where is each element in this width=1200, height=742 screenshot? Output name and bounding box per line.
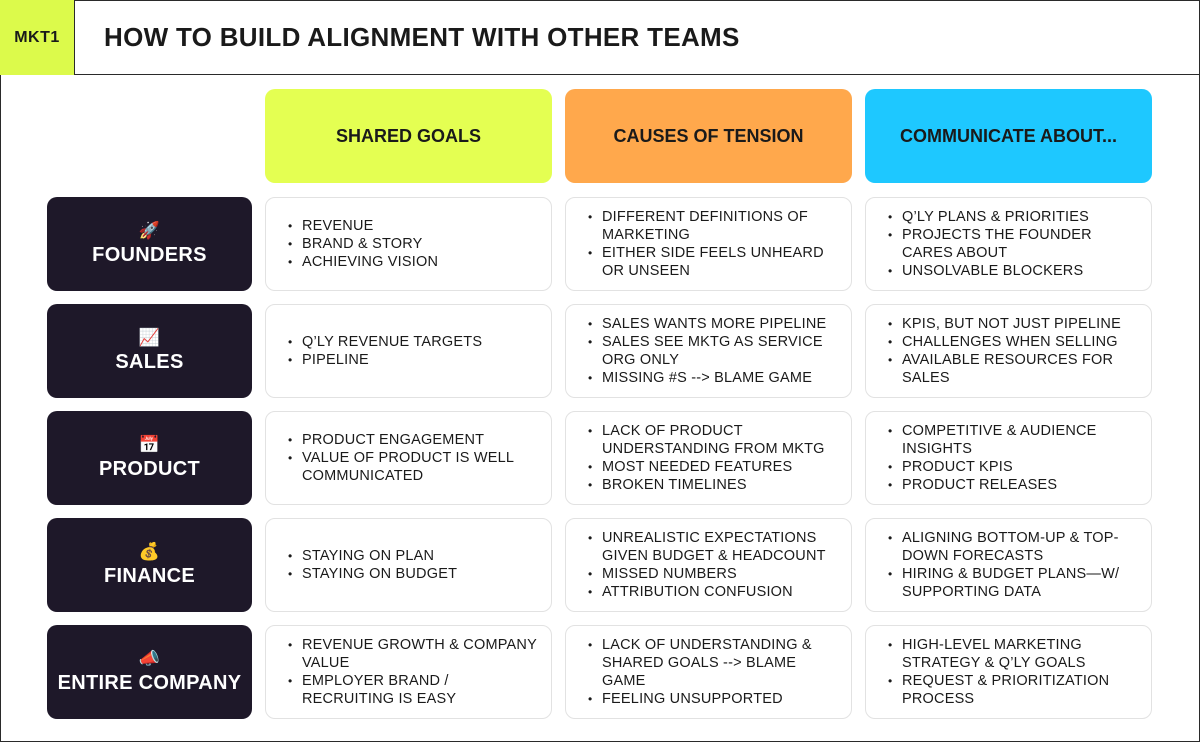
bullet-item: MISSING #S --> BLAME GAME <box>588 369 841 387</box>
bullet-item: STAYING ON PLAN <box>288 547 541 565</box>
bullet-item: ACHIEVING VISION <box>288 253 541 271</box>
cell-sales-communicate-about: KPIS, BUT NOT JUST PIPELINECHALLENGES WH… <box>865 304 1152 398</box>
chart-increasing-icon: 📈 <box>138 328 161 347</box>
bullet-item: ALIGNING BOTTOM-UP & TOP-DOWN FORECASTS <box>888 529 1141 565</box>
bullet-item: SALES WANTS MORE PIPELINE <box>588 315 841 333</box>
column-header-shared-goals: SHARED GOALS <box>265 89 552 183</box>
row-label-finance: 💰 FINANCE <box>47 518 252 612</box>
bullet-list: UNREALISTIC EXPECTATIONS GIVEN BUDGET & … <box>588 529 841 601</box>
money-bag-icon: 💰 <box>138 542 161 561</box>
bullet-item: PIPELINE <box>288 351 541 369</box>
bullet-item: CHALLENGES WHEN SELLING <box>888 333 1141 351</box>
bullet-list: DIFFERENT DEFINITIONS OF MARKETINGEITHER… <box>588 208 841 280</box>
cell-product-communicate-about: COMPETITIVE & AUDIENCE INSIGHTSPRODUCT K… <box>865 411 1152 505</box>
bullet-item: DIFFERENT DEFINITIONS OF MARKETING <box>588 208 841 244</box>
row-label-text: ENTIRE COMPANY <box>57 672 242 694</box>
cell-entire-company-communicate-about: HIGH-LEVEL MARKETING STRATEGY & Q’LY GOA… <box>865 625 1152 719</box>
bullet-item: BROKEN TIMELINES <box>588 476 841 494</box>
bullet-item: REQUEST & PRIORITIZATION PROCESS <box>888 672 1141 708</box>
bullet-list: KPIS, BUT NOT JUST PIPELINECHALLENGES WH… <box>888 315 1141 387</box>
bullet-item: AVAILABLE RESOURCES FOR SALES <box>888 351 1141 387</box>
bullet-list: COMPETITIVE & AUDIENCE INSIGHTSPRODUCT K… <box>888 422 1141 494</box>
rocket-icon: 🚀 <box>138 221 161 240</box>
bullet-item: EITHER SIDE FEELS UNHEARD OR UNSEEN <box>588 244 841 280</box>
cell-founders-shared-goals: REVENUEBRAND & STORYACHIEVING VISION <box>265 197 552 291</box>
bullet-item: COMPETITIVE & AUDIENCE INSIGHTS <box>888 422 1141 458</box>
bullet-item: HIGH-LEVEL MARKETING STRATEGY & Q’LY GOA… <box>888 636 1141 672</box>
cell-finance-causes-of-tension: UNREALISTIC EXPECTATIONS GIVEN BUDGET & … <box>565 518 852 612</box>
bullet-item: ATTRIBUTION CONFUSION <box>588 583 841 601</box>
row-label-text: SALES <box>115 351 184 373</box>
bullet-item: UNREALISTIC EXPECTATIONS GIVEN BUDGET & … <box>588 529 841 565</box>
column-header-communicate-about: COMMUNICATE ABOUT... <box>865 89 1152 183</box>
cell-sales-shared-goals: Q’LY REVENUE TARGETSPIPELINE <box>265 304 552 398</box>
bullet-list: STAYING ON PLANSTAYING ON BUDGET <box>288 547 541 583</box>
bullet-item: REVENUE GROWTH & COMPANY VALUE <box>288 636 541 672</box>
bullet-item: REVENUE <box>288 217 541 235</box>
bullet-list: ALIGNING BOTTOM-UP & TOP-DOWN FORECASTSH… <box>888 529 1141 601</box>
bullet-list: Q’LY REVENUE TARGETSPIPELINE <box>288 333 541 369</box>
bullet-list: REVENUEBRAND & STORYACHIEVING VISION <box>288 217 541 271</box>
bullet-item: UNSOLVABLE BLOCKERS <box>888 262 1141 280</box>
bullet-item: BRAND & STORY <box>288 235 541 253</box>
bullet-item: LACK OF UNDERSTANDING & SHARED GOALS -->… <box>588 636 841 690</box>
bullet-item: PRODUCT KPIS <box>888 458 1141 476</box>
row-label-text: FINANCE <box>104 565 195 587</box>
bullet-item: PRODUCT ENGAGEMENT <box>288 431 541 449</box>
row-label-founders: 🚀 FOUNDERS <box>47 197 252 291</box>
page-title: HOW TO BUILD ALIGNMENT WITH OTHER TEAMS <box>104 22 740 52</box>
bullet-item: LACK OF PRODUCT UNDERSTANDING FROM MKTG <box>588 422 841 458</box>
cell-entire-company-causes-of-tension: LACK OF UNDERSTANDING & SHARED GOALS -->… <box>565 625 852 719</box>
cell-product-shared-goals: PRODUCT ENGAGEMENTVALUE OF PRODUCT IS WE… <box>265 411 552 505</box>
bullet-item: MISSED NUMBERS <box>588 565 841 583</box>
bullet-item: FEELING UNSUPPORTED <box>588 690 841 708</box>
bullet-item: STAYING ON BUDGET <box>288 565 541 583</box>
bullet-list: PRODUCT ENGAGEMENTVALUE OF PRODUCT IS WE… <box>288 431 541 485</box>
bullet-item: VALUE OF PRODUCT IS WELL COMMUNICATED <box>288 449 541 485</box>
cell-founders-causes-of-tension: DIFFERENT DEFINITIONS OF MARKETINGEITHER… <box>565 197 852 291</box>
bullet-list: Q’LY PLANS & PRIORITIESPROJECTS THE FOUN… <box>888 208 1141 280</box>
bullet-item: PRODUCT RELEASES <box>888 476 1141 494</box>
row-label-text: PRODUCT <box>99 458 200 480</box>
bullet-item: MOST NEEDED FEATURES <box>588 458 841 476</box>
bullet-item: Q’LY PLANS & PRIORITIES <box>888 208 1141 226</box>
cell-entire-company-shared-goals: REVENUE GROWTH & COMPANY VALUEEMPLOYER B… <box>265 625 552 719</box>
bullet-item: Q’LY REVENUE TARGETS <box>288 333 541 351</box>
row-label-sales: 📈 SALES <box>47 304 252 398</box>
megaphone-icon: 📣 <box>138 649 161 668</box>
bullet-list: LACK OF UNDERSTANDING & SHARED GOALS -->… <box>588 636 841 708</box>
bullet-item: SALES SEE MKTG AS SERVICE ORG ONLY <box>588 333 841 369</box>
bullet-list: SALES WANTS MORE PIPELINESALES SEE MKTG … <box>588 315 841 387</box>
bullet-list: HIGH-LEVEL MARKETING STRATEGY & Q’LY GOA… <box>888 636 1141 708</box>
column-header-causes-of-tension: CAUSES OF TENSION <box>565 89 852 183</box>
brand-logo: MKT1 <box>0 0 75 75</box>
bullet-list: REVENUE GROWTH & COMPANY VALUEEMPLOYER B… <box>288 636 541 708</box>
header: MKT1 HOW TO BUILD ALIGNMENT WITH OTHER T… <box>0 0 1200 75</box>
bullet-item: PROJECTS THE FOUNDER CARES ABOUT <box>888 226 1141 262</box>
row-label-text: FOUNDERS <box>92 244 207 266</box>
cell-founders-communicate-about: Q’LY PLANS & PRIORITIESPROJECTS THE FOUN… <box>865 197 1152 291</box>
cell-sales-causes-of-tension: SALES WANTS MORE PIPELINESALES SEE MKTG … <box>565 304 852 398</box>
cell-finance-communicate-about: ALIGNING BOTTOM-UP & TOP-DOWN FORECASTSH… <box>865 518 1152 612</box>
bullet-item: HIRING & BUDGET PLANS—W/ SUPPORTING DATA <box>888 565 1141 601</box>
bullet-list: LACK OF PRODUCT UNDERSTANDING FROM MKTGM… <box>588 422 841 494</box>
cell-product-causes-of-tension: LACK OF PRODUCT UNDERSTANDING FROM MKTGM… <box>565 411 852 505</box>
bullet-item: KPIS, BUT NOT JUST PIPELINE <box>888 315 1141 333</box>
calendar-icon: 📅 <box>138 435 161 454</box>
cell-finance-shared-goals: STAYING ON PLANSTAYING ON BUDGET <box>265 518 552 612</box>
row-label-product: 📅 PRODUCT <box>47 411 252 505</box>
bullet-item: EMPLOYER BRAND / RECRUITING IS EASY <box>288 672 541 708</box>
row-label-entire-company: 📣 ENTIRE COMPANY <box>47 625 252 719</box>
